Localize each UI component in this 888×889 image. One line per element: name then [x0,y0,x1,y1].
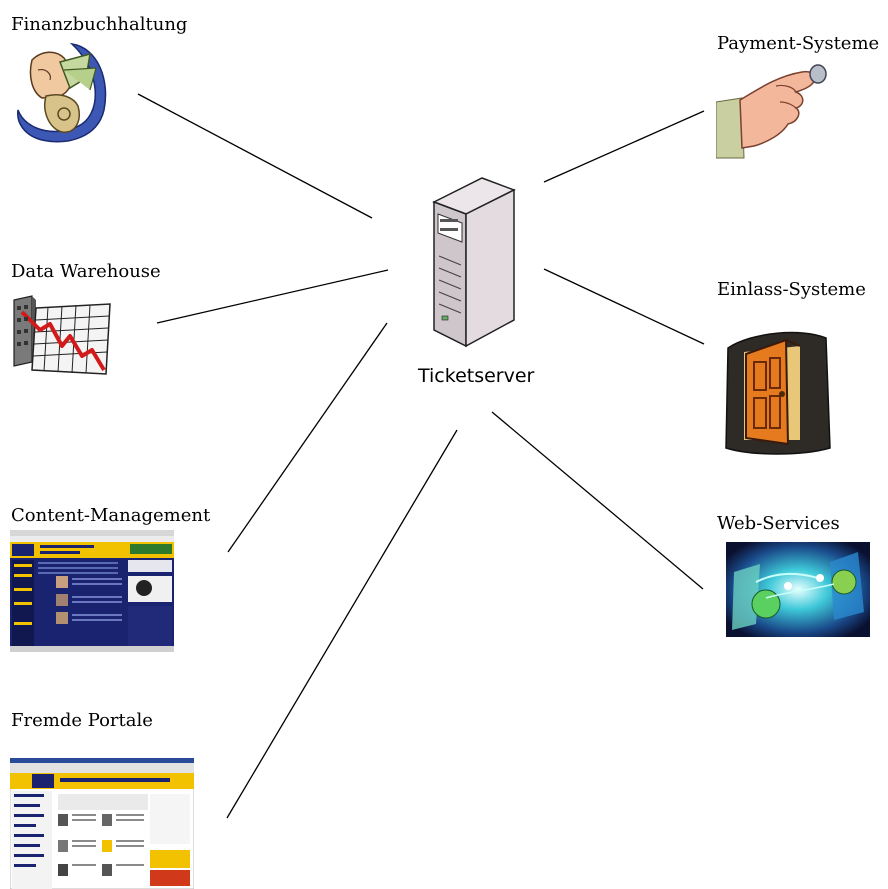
node-label-einlass-systeme: Einlass-Systeme [717,279,866,300]
node-label-fremde-portale: Fremde Portale [11,710,153,731]
connector-payment-systeme [543,110,705,183]
website-screenshot-icon [10,530,174,652]
center-label: Ticketserver [418,365,535,387]
node-label-web-services: Web-Services [717,513,840,534]
chart-grid-icon [13,295,111,375]
portal-screenshot-icon [10,758,194,889]
node-label-finanzbuchhaltung: Finanzbuchhaltung [11,14,188,35]
connector-web-services [491,411,704,590]
node-label-data-warehouse: Data Warehouse [11,261,161,282]
network-globe-icon [726,542,870,637]
open-door-icon [725,331,831,455]
connector-fremde-portale [226,429,458,819]
server-tower-icon [432,177,516,348]
connector-finanzbuchhaltung [137,93,373,219]
connector-content-management [227,322,388,553]
node-label-payment-systeme: Payment-Systeme [717,33,880,54]
node-label-content-management: Content-Management [11,505,211,526]
money-hand-icon [17,42,107,143]
connector-einlass-systeme [543,268,705,345]
connector-data-warehouse [156,269,389,324]
hand-coin-icon [716,64,827,159]
